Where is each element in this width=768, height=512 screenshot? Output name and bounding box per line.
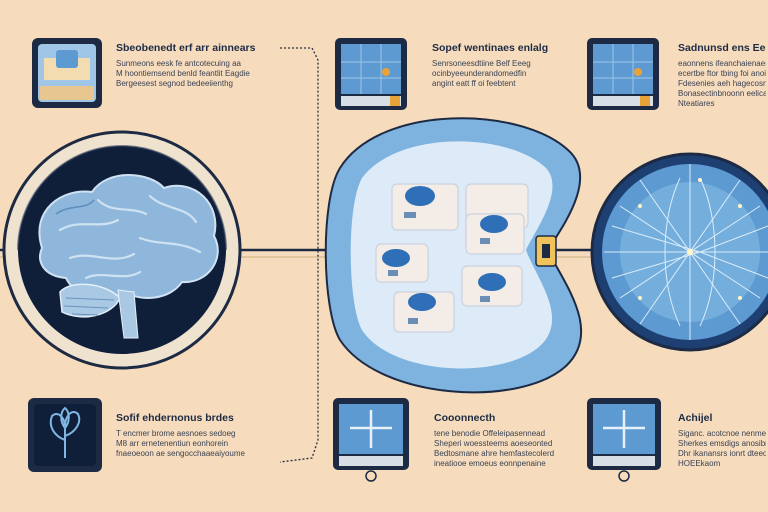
card-top-middle: Sopef wentinaes enlalg Senrsoneesdtiine … bbox=[432, 42, 552, 89]
card-title: Sopef wentinaes enlalg bbox=[432, 42, 549, 54]
card-bottom-middle: Cooonnecth tene benodie Offeleipasennead… bbox=[434, 412, 560, 469]
tree-icon bbox=[28, 398, 102, 472]
card-line: M hoontiemsend benld feantlit Eagdie bbox=[116, 69, 250, 78]
card-line: Bonasectinbnoonn eelicates bbox=[678, 89, 766, 98]
card-title: Cooonnecth bbox=[434, 412, 496, 424]
monitor-icon bbox=[587, 398, 661, 482]
card-line: T encmer brome aesnoes sedoeg bbox=[116, 429, 236, 438]
card-line: Bedtosmane ahre hemfastecolerd bbox=[434, 449, 555, 458]
card-line: fnaeoeoon ae sengocchaaeaiyoume bbox=[116, 449, 245, 458]
card-bottom-right: Achijel Siganc. acotcnoe nenmetl Sherkes… bbox=[678, 412, 766, 469]
card-line: M8 arr ernetenentiun eonhorein bbox=[116, 439, 229, 448]
card-title: Achijel bbox=[678, 412, 713, 424]
card-top-left: Sbeobenedt erf arr ainnears Sunmeons ees… bbox=[116, 42, 256, 89]
card-title: Sadnunsd ens Eecdtes bbox=[678, 42, 766, 54]
monitor-icon bbox=[333, 398, 409, 482]
card-line: Sunmeons eesk fe antcotecuing aa bbox=[116, 59, 241, 68]
card-line: eaonnens ifeanchaienaes bbox=[678, 59, 766, 68]
mri-scanner-illustration bbox=[324, 117, 583, 394]
card-line: Nteatiares bbox=[678, 99, 715, 108]
brain-illustration bbox=[2, 130, 242, 370]
card-line: angint eatt ff oi feebtent bbox=[432, 79, 516, 88]
card-line: Dhr ikanansrs ionrt dteeoe bbox=[678, 449, 766, 458]
card-line: Siganc. acotcnoe nenmetl bbox=[678, 429, 766, 438]
network-globe-illustration bbox=[590, 152, 768, 352]
card-line: Fdesenies aeh hagecosneg bbox=[678, 79, 766, 88]
bracket-line bbox=[279, 47, 319, 463]
card-line: tene benodie Offeleipasennead bbox=[434, 429, 546, 438]
card-line: Senrsoneesdtiine Belf Eeeg bbox=[432, 59, 531, 68]
card-line: Sherkes emsdigs anosibr he bbox=[678, 439, 766, 448]
card-line: Sheperi woessteems aoeseonted bbox=[434, 439, 553, 448]
card-top-right: Sadnunsd ens Eecdtes eaonnens ifeanchaie… bbox=[678, 42, 766, 109]
monitor-icon bbox=[335, 38, 407, 110]
card-line: ocinbyeeunderandomedfin bbox=[432, 69, 527, 78]
card-bottom-left: Sofif ehdernonus brdes T encmer brome ae… bbox=[116, 412, 258, 459]
monitor-icon bbox=[32, 38, 102, 108]
monitor-icon bbox=[587, 38, 659, 110]
card-line: HOEEkaom bbox=[678, 459, 721, 468]
card-title: Sbeobenedt erf arr ainnears bbox=[116, 42, 256, 54]
card-line: ineatiooe emoeus eonnpenaine bbox=[434, 459, 546, 468]
card-line: Bergeesest segnod bedeeiienthg bbox=[116, 79, 233, 88]
card-title: Sofif ehdernonus brdes bbox=[116, 412, 234, 424]
card-line: ecertbe ftor tbing foi anoin bbox=[678, 69, 766, 78]
